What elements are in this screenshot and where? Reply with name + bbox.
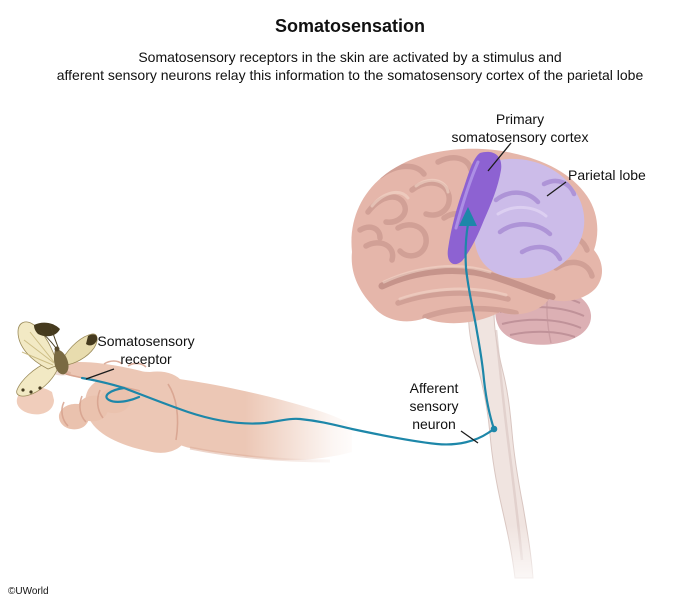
copyright-text: ©UWorld — [8, 586, 49, 597]
parietal-gyri — [493, 178, 577, 262]
primary-somatosensory-cortex-region — [447, 151, 502, 265]
butterfly-illustration — [16, 321, 98, 397]
afferent-pointer-line — [460, 430, 479, 444]
label-afferent-sensory-neuron: Afferent sensory neuron — [409, 380, 459, 432]
label-primary-somatosensory-cortex: Primary somatosensory cortex — [451, 111, 589, 145]
label-parietal-lobe: Parietal lobe — [568, 167, 646, 183]
hand-and-arm-illustration — [16, 360, 363, 472]
receptor-pointer-line — [85, 368, 115, 380]
strip-highlight — [454, 160, 480, 230]
receptor-ending-loop — [105, 386, 141, 403]
arm-fade — [245, 362, 363, 472]
butterfly-antennae — [37, 323, 59, 349]
butterfly-hindwing — [16, 361, 59, 397]
wing-spot — [29, 390, 33, 394]
arrow-up-icon — [459, 207, 477, 226]
figure-subtitle: Somatosensory receptors in the skin are … — [56, 49, 644, 83]
figure-header: Somatosensation Somatosensory receptors … — [0, 0, 700, 84]
index-finger — [58, 362, 154, 393]
cord-shading — [494, 329, 524, 561]
wing-veins — [21, 331, 55, 366]
label-somatosensory-receptor: Somatosensory receptor — [97, 333, 195, 367]
parietal-pointer-line — [546, 181, 567, 197]
label-pointer-lines — [85, 142, 567, 444]
neuron-axon-central — [464, 222, 496, 431]
butterfly-forewing — [17, 321, 59, 370]
cord-fade — [480, 525, 550, 605]
primary-cortex-pointer-line — [487, 142, 512, 172]
butterfly-far-wingtip — [86, 334, 98, 346]
neuron-axon-peripheral — [80, 376, 496, 446]
figure-title: Somatosensation — [274, 16, 426, 36]
curled-finger — [58, 403, 90, 430]
butterfly-wingtip — [34, 322, 60, 337]
wing-spot — [21, 388, 25, 392]
afferent-neuron-pathway — [80, 207, 498, 446]
wing-spot — [38, 386, 42, 390]
ganglion-dot-icon — [490, 425, 498, 433]
butterfly-body — [53, 349, 69, 375]
